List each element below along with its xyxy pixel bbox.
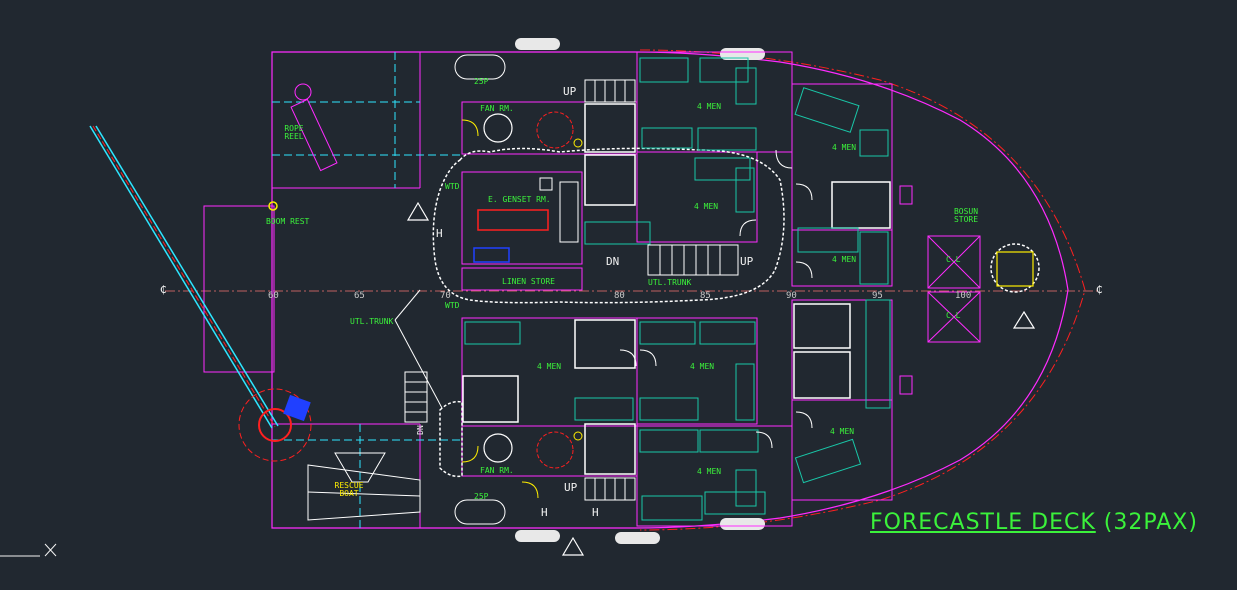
rope-reel-label: ROPE REEL bbox=[284, 124, 304, 141]
cl-top-label: C.L bbox=[946, 255, 961, 264]
util-trunk-left-label: UTL.TRUNK bbox=[350, 317, 394, 326]
drawing-title-main: FORECASTLE DECK bbox=[870, 510, 1096, 535]
frame-tick-60: 60 bbox=[268, 291, 279, 301]
frame-tick-70: 70 bbox=[440, 291, 451, 301]
frame-tick-65: 65 bbox=[354, 291, 365, 301]
wtd-label-2: WTD bbox=[445, 301, 460, 310]
aft-dashed-grid bbox=[272, 52, 460, 528]
stair-up-label-1: UP bbox=[563, 85, 577, 98]
frame-tick-100: 100 bbox=[955, 291, 972, 301]
hull-outline bbox=[271, 51, 1069, 529]
frame-tick-90: 90 bbox=[786, 291, 797, 301]
hull-offset-line bbox=[639, 49, 1086, 531]
cabin-occupancy-3: 4 MEN bbox=[694, 202, 719, 211]
stair-up-label-3: UP bbox=[564, 481, 578, 494]
util-trunk-center-label: UTL.TRUNK bbox=[648, 278, 692, 287]
aft-structure bbox=[203, 52, 421, 528]
boom-rest-marker bbox=[268, 201, 278, 211]
drawing-title-pax: (32PAX) bbox=[1103, 510, 1198, 535]
hydrant-label-3: H bbox=[592, 506, 599, 519]
frame-tick-80: 80 bbox=[614, 291, 625, 301]
revision-cloud-lower bbox=[439, 400, 463, 478]
cabin-furniture bbox=[464, 57, 891, 521]
toilet-units bbox=[462, 103, 891, 475]
drawing-title: FORECASTLE DECK (32PAX) bbox=[870, 510, 1198, 535]
cabin-occupancy-8: 4 MEN bbox=[697, 467, 722, 476]
raft-bottom-label: 25P bbox=[474, 492, 489, 501]
life-rafts bbox=[454, 38, 765, 544]
genset-equipment bbox=[473, 177, 579, 263]
fan-equipment bbox=[483, 111, 583, 469]
deckhouse-partitions bbox=[461, 51, 893, 527]
anchor-windlass bbox=[990, 243, 1040, 293]
centerline-symbol-right: ₵ bbox=[1096, 283, 1103, 296]
rescue-boat-label: RESCUE BOAT bbox=[334, 481, 364, 498]
utl-trunk-leader bbox=[394, 289, 421, 321]
wtd-label-1: WTD bbox=[445, 182, 460, 191]
genset-room-label: E. GENSET RM. bbox=[488, 195, 551, 204]
warning-triangles bbox=[406, 201, 1036, 556]
revision-cloud-upper bbox=[432, 147, 785, 304]
stair-down-label-2: DN bbox=[415, 425, 425, 435]
cabin-occupancy-2: 4 MEN bbox=[832, 143, 857, 152]
cl-bottom-label: C.L bbox=[946, 311, 961, 320]
ucs-cross bbox=[44, 543, 57, 557]
boom-rest-label: BOOM REST bbox=[266, 217, 310, 226]
raft-top-label: 25P bbox=[474, 77, 489, 86]
fan-room-top-label: FAN RM. bbox=[480, 104, 514, 113]
frame-tick-95: 95 bbox=[872, 291, 883, 301]
frame-tick-85: 85 bbox=[700, 291, 711, 301]
cabin-occupancy-1: 4 MEN bbox=[697, 102, 722, 111]
cabin-occupancy-4: 4 MEN bbox=[832, 255, 857, 264]
cabin-occupancy-7: 4 MEN bbox=[830, 427, 855, 436]
crane-boom bbox=[89, 125, 312, 462]
hydrant-label-1: H bbox=[436, 227, 443, 240]
cabin-occupancy-6: 4 MEN bbox=[690, 362, 715, 371]
linen-store-label: LINEN STORE bbox=[502, 277, 555, 286]
stair-down-label-1: DN bbox=[606, 255, 620, 268]
cabin-doors bbox=[619, 149, 813, 449]
fan-room-bottom-label: FAN RM. bbox=[480, 466, 514, 475]
stair-up-label-2: UP bbox=[740, 255, 754, 268]
centerline-symbol-left: ₵ bbox=[160, 283, 167, 296]
hydrant-label-2: H bbox=[541, 506, 548, 519]
cl-boxes bbox=[899, 185, 981, 395]
bosun-store-label: BOSUN STORE bbox=[953, 207, 979, 224]
stairs bbox=[404, 79, 739, 501]
cabin-occupancy-5: 4 MEN bbox=[537, 362, 562, 371]
utl-trunk-leader-2 bbox=[394, 319, 443, 409]
rope-reel bbox=[290, 83, 338, 172]
door-arcs bbox=[461, 119, 539, 499]
rescue-boat bbox=[307, 452, 421, 521]
